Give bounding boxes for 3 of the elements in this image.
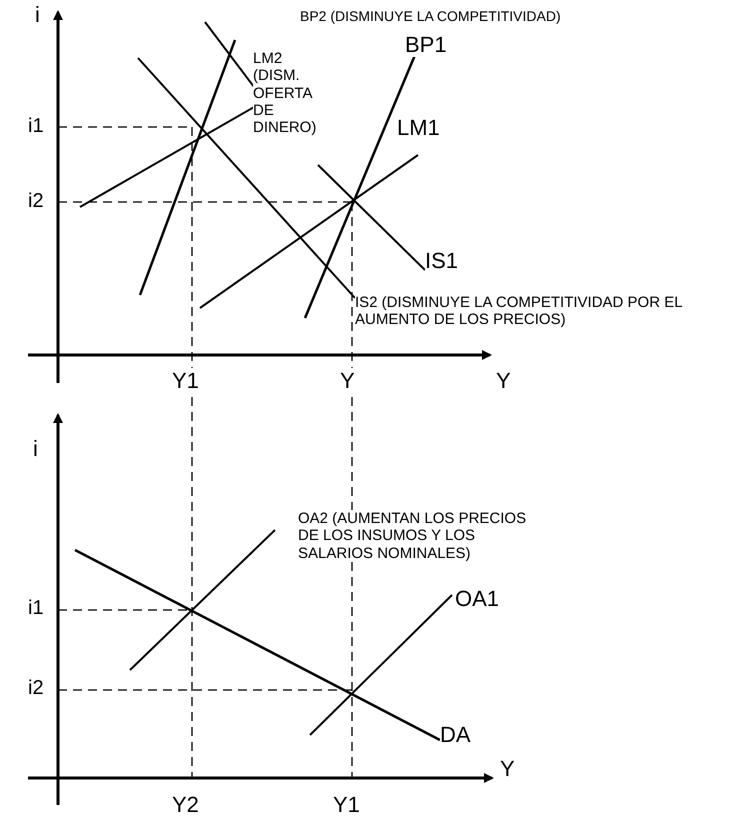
tick-label: Y1	[172, 368, 199, 394]
tick-label: Y	[340, 368, 355, 394]
curve-label: BP2 (DISMINUYE LA COMPETITIVIDAD)	[300, 8, 561, 24]
